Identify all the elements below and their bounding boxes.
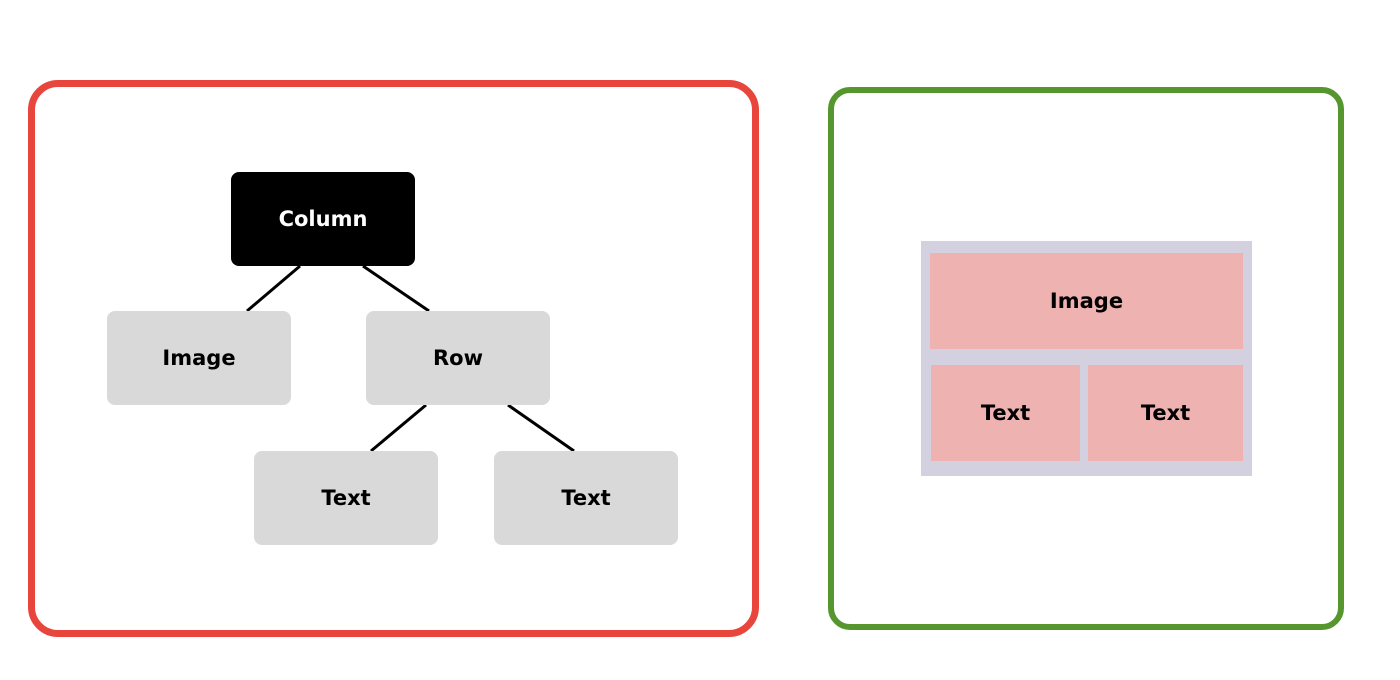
tree-node-text-left: Text: [254, 451, 438, 545]
layout-column-frame: Image Text Text: [921, 241, 1252, 476]
tree-node-column: Column: [231, 172, 415, 266]
layout-cell-text-right: Text: [1088, 365, 1243, 461]
layout-cell-text-left: Text: [931, 365, 1080, 461]
layout-cell-image: Image: [930, 253, 1243, 349]
tree-node-image: Image: [107, 311, 291, 405]
tree-node-row: Row: [366, 311, 550, 405]
tree-node-row-label: Row: [433, 346, 483, 370]
layout-cell-text-left-label: Text: [980, 401, 1031, 425]
tree-node-text-left-label: Text: [321, 486, 371, 510]
tree-node-text-right: Text: [494, 451, 678, 545]
layout-cell-text-right-label: Text: [1140, 401, 1191, 425]
tree-node-column-label: Column: [278, 207, 368, 231]
layout-cell-image-label: Image: [1049, 289, 1124, 313]
tree-node-image-label: Image: [162, 346, 236, 370]
tree-node-text-right-label: Text: [561, 486, 611, 510]
